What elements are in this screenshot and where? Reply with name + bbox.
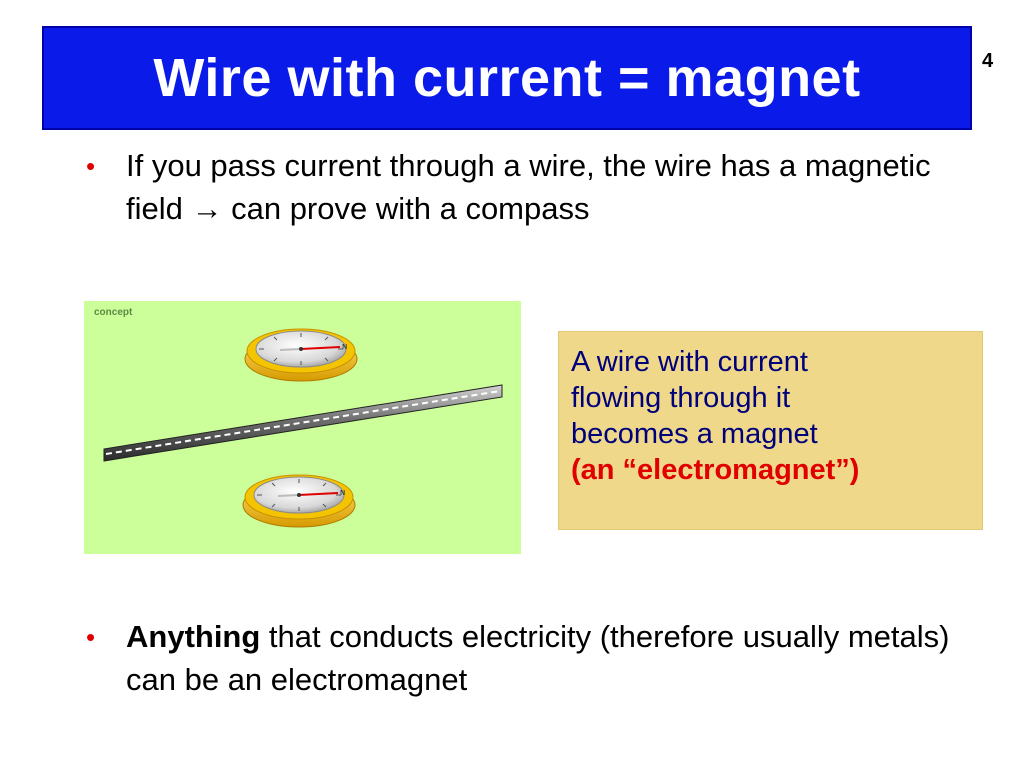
bullet-marker: •	[86, 622, 96, 652]
bullet-marker: •	[86, 151, 96, 181]
wire-icon	[103, 384, 503, 462]
bullet-rest: that conducts electricity (therefore usu…	[126, 619, 950, 697]
compass-icon-bottom: N	[242, 474, 356, 528]
bullet-text: Anything that conducts electricity (ther…	[126, 616, 986, 702]
slide-number: 4	[982, 50, 994, 72]
bullet-item-1: • If you pass current through a wire, th…	[86, 145, 986, 245]
compass-letter: N	[340, 489, 345, 497]
concept-drawing: N N	[103, 328, 503, 528]
callout-emphasis: (an “electromagnet”)	[571, 454, 860, 486]
callout-line-2: flowing through it	[571, 382, 791, 414]
callout-line-3: becomes a magnet	[571, 418, 818, 450]
callout-line-1: A wire with current	[571, 346, 808, 378]
bullet-text: If you pass current through a wire, the …	[126, 148, 931, 226]
callout-box: A wire with current flowing through it b…	[558, 331, 983, 530]
title-bar: Wire with current = magnet	[42, 26, 972, 130]
bullet-bold-word: Anything	[126, 619, 261, 654]
concept-label: concept	[94, 307, 133, 318]
bullet-item-2: • Anything that conducts electricity (th…	[86, 616, 986, 716]
page-title: Wire with current = magnet	[153, 48, 861, 108]
concept-illustration: N N concep	[84, 301, 521, 554]
compass-letter: N	[342, 343, 347, 351]
compass-icon-top: N	[244, 328, 358, 382]
